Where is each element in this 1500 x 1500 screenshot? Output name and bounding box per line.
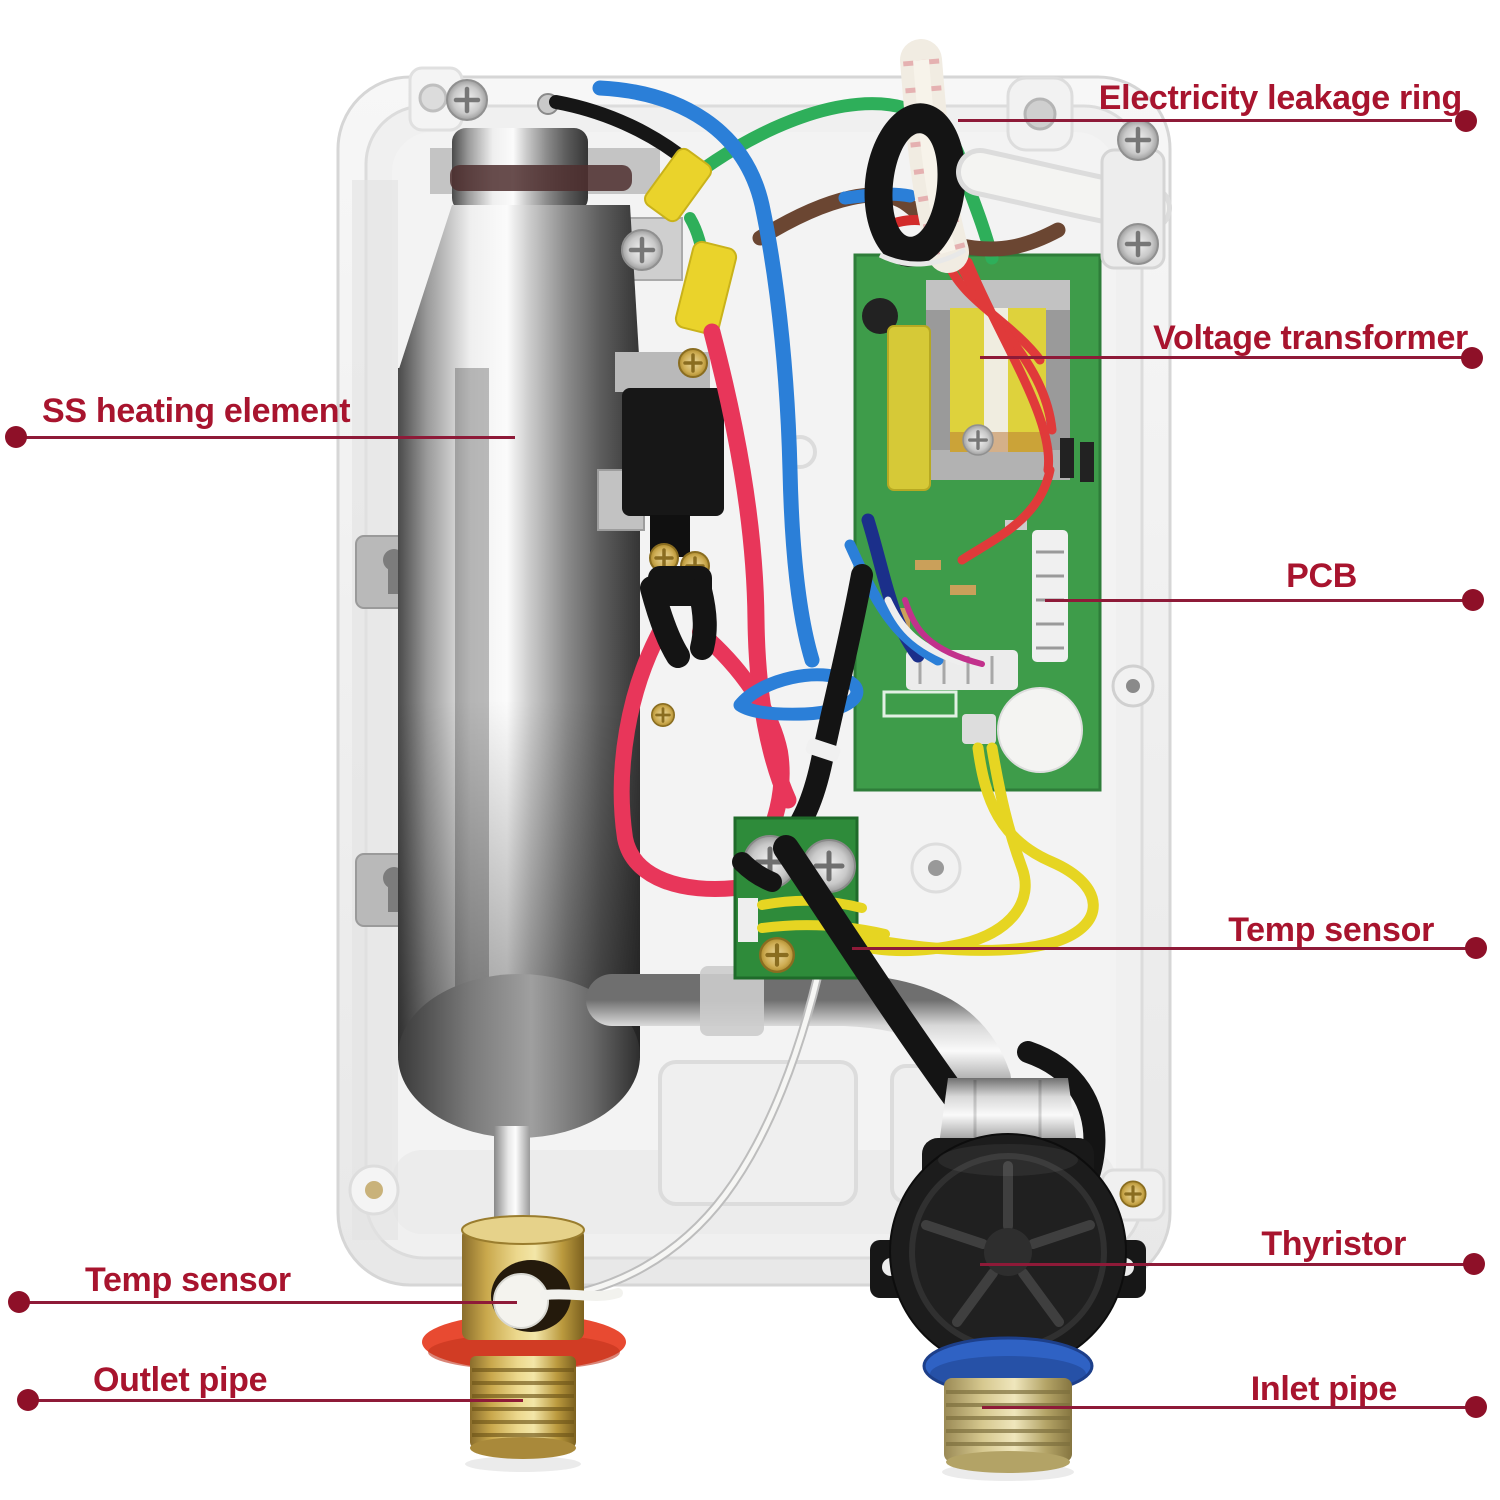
annotation-label: Inlet pipe: [1250, 1370, 1398, 1408]
annotation-label: Temp sensor: [85, 1261, 291, 1299]
main-pcb: [844, 253, 1102, 792]
leader-line: [980, 1263, 1465, 1266]
leader-dot: [1463, 1253, 1485, 1275]
leader-dot: [1461, 347, 1483, 369]
annotation-label: Thyristor: [1261, 1225, 1406, 1263]
annotation-label: Voltage transformer: [1153, 319, 1468, 357]
connector: [1032, 530, 1068, 662]
thermostat: [615, 347, 724, 582]
leader-line: [28, 1399, 523, 1402]
leader-dot: [1465, 937, 1487, 959]
voltage-transformer: [926, 280, 1070, 480]
annotation-label: Temp sensor: [1228, 911, 1434, 949]
wiring-top: [549, 80, 820, 668]
flow-sensor: [870, 1078, 1146, 1371]
annotation-label: Outlet pipe: [93, 1361, 268, 1399]
plastic-cap: [997, 687, 1083, 773]
heating-element: [398, 80, 683, 1234]
hanging-tab: [1006, 76, 1074, 152]
leader-line: [852, 947, 1468, 950]
leader-line: [19, 1301, 517, 1304]
outlet-pipe-thread: [470, 1356, 576, 1459]
capacitor: [862, 298, 898, 334]
inlet-fitting: [922, 1336, 1094, 1481]
annotation-label: Electricity leakage ring: [1098, 79, 1463, 117]
water-pipe: [586, 974, 1014, 1128]
leader-line: [982, 1406, 1468, 1409]
outlet-fitting: [422, 1215, 626, 1472]
inlet-pipe-thread: [944, 1378, 1072, 1473]
film-capacitor: [887, 325, 931, 491]
leader-line: [958, 119, 1452, 122]
annotation-label: SS heating element: [42, 392, 351, 430]
leader-line: [16, 436, 515, 439]
leader-dot: [5, 426, 27, 448]
crimp-connector: [644, 147, 738, 336]
leakage-ring: [864, 103, 966, 267]
leader-dot: [1465, 1396, 1487, 1418]
leader-dot: [1455, 110, 1477, 132]
leader-dot: [1462, 589, 1484, 611]
leader-line: [980, 356, 1462, 359]
leader-dot: [8, 1291, 30, 1313]
pipe-clamp: [700, 966, 764, 1036]
annotation-label: PCB: [1286, 557, 1357, 595]
leader-line: [1045, 599, 1465, 602]
corner-tab: [408, 66, 464, 132]
leader-dot: [17, 1389, 39, 1411]
transformer-wires: [941, 253, 1057, 565]
